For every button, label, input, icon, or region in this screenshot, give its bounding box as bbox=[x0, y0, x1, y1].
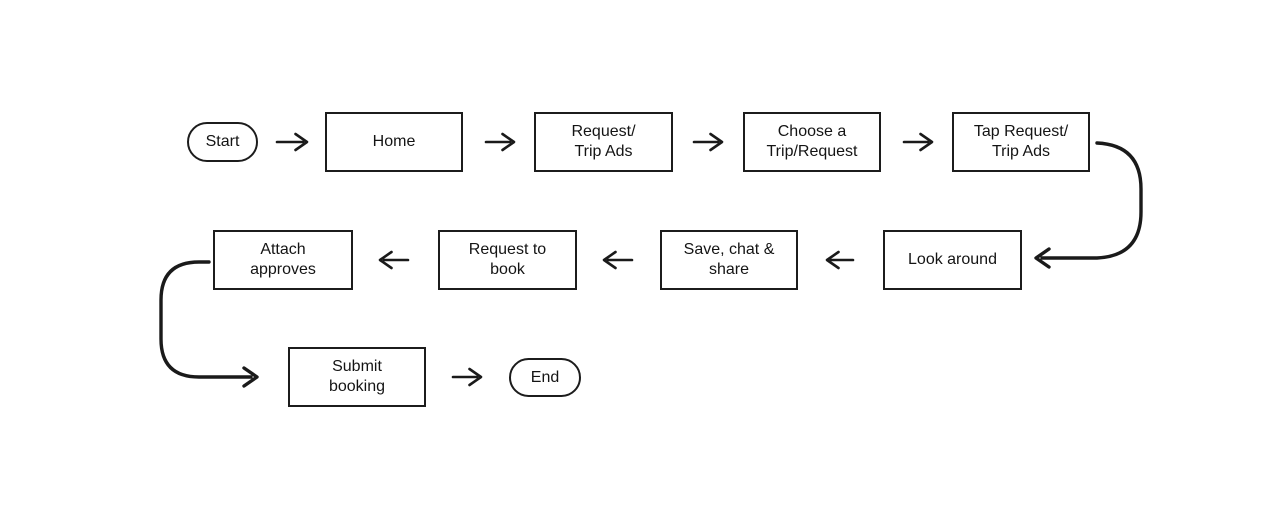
node-look-around-label: Look around bbox=[908, 251, 997, 268]
arrow-request-book-to-attach bbox=[378, 250, 410, 270]
arrow-choose-to-tap-request bbox=[902, 132, 934, 152]
arrow-start-to-home bbox=[275, 132, 309, 152]
node-save-chat-share-label: Save, chat & share bbox=[683, 241, 775, 278]
node-end-label: End bbox=[530, 368, 560, 386]
node-attach-approves-label: Attach approves bbox=[250, 241, 316, 278]
arrow-submit-booking-to-end bbox=[451, 367, 483, 387]
node-choose-trip-request: Choose a Trip/Request bbox=[743, 112, 881, 172]
node-look-around: Look around bbox=[883, 230, 1022, 290]
node-end: End bbox=[509, 358, 581, 397]
node-submit-booking: Submit booking bbox=[288, 347, 426, 407]
node-request-to-book-label: Request to book bbox=[468, 241, 547, 278]
arrow-request-trip-ads-to-choose bbox=[692, 132, 724, 152]
node-save-chat-share: Save, chat & share bbox=[660, 230, 798, 290]
node-choose-trip-request-label: Choose a Trip/Request bbox=[766, 123, 858, 160]
arrow-save-chat-to-request-book bbox=[602, 250, 634, 270]
node-tap-request-trip-ads-label: Tap Request/ Trip Ads bbox=[973, 123, 1069, 160]
arrow-look-around-to-save-chat bbox=[825, 250, 855, 270]
arrow-tap-request-to-look-around bbox=[1034, 141, 1143, 269]
node-submit-booking-label: Submit booking bbox=[328, 358, 386, 395]
node-request-trip-ads-label: Request/ Trip Ads bbox=[571, 123, 636, 160]
arrow-attach-to-submit-booking bbox=[159, 260, 259, 388]
node-start: Start bbox=[187, 122, 258, 162]
arrow-home-to-request-trip-ads bbox=[484, 132, 516, 152]
node-tap-request-trip-ads: Tap Request/ Trip Ads bbox=[952, 112, 1090, 172]
node-home-label: Home bbox=[372, 133, 416, 150]
node-request-to-book: Request to book bbox=[438, 230, 577, 290]
node-request-trip-ads: Request/ Trip Ads bbox=[534, 112, 673, 172]
node-home: Home bbox=[325, 112, 463, 172]
node-attach-approves: Attach approves bbox=[213, 230, 353, 290]
node-start-label: Start bbox=[205, 133, 240, 150]
